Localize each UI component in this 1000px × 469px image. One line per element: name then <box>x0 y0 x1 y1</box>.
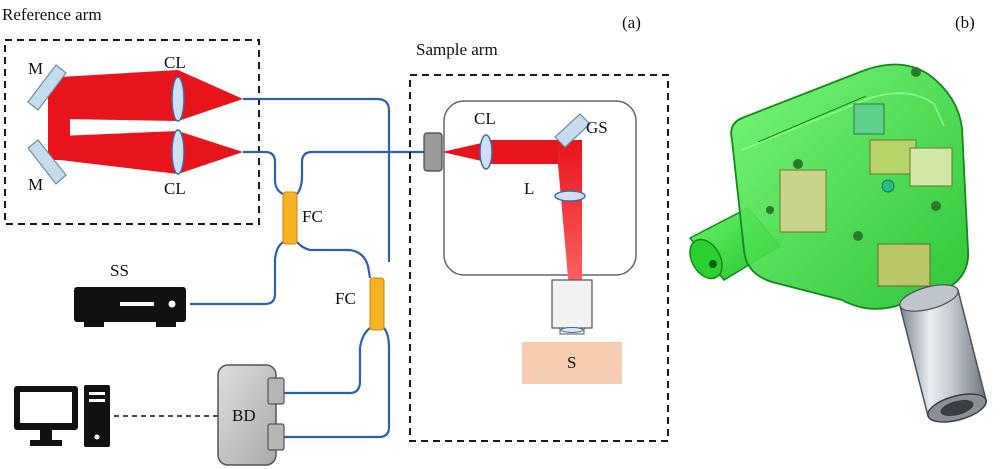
lens-cl-top <box>171 76 185 122</box>
probe-housing <box>443 100 637 276</box>
label-lens-bottom: CL <box>164 179 186 198</box>
label-detector: BD <box>232 406 256 425</box>
galvo-mirror <box>554 113 591 148</box>
swept-source-icon <box>74 287 186 327</box>
balanced-detector <box>217 364 285 466</box>
lens-l <box>554 190 586 202</box>
probe-3d-render <box>688 63 987 423</box>
label-coupler-1: FC <box>302 207 323 226</box>
label-mirror-bottom: M <box>28 175 43 194</box>
panel-b-label: (b) <box>955 13 975 32</box>
label-lens-top: CL <box>164 53 186 72</box>
label-galvo: GS <box>586 118 608 137</box>
sample-block <box>522 342 622 384</box>
label-lens-sample: CL <box>474 109 496 128</box>
fiber-coupler-2 <box>369 277 385 331</box>
reference-arm-title: Reference arm <box>2 5 102 24</box>
fiber-port <box>423 132 443 172</box>
mirror-top <box>27 64 67 111</box>
reference-arm-box <box>4 39 260 225</box>
fiber-network <box>190 97 424 439</box>
label-coupler-2: FC <box>335 289 356 308</box>
computer-icon <box>14 385 110 447</box>
panel-a-label: (a) <box>622 13 641 32</box>
panel-b: (b) <box>688 13 987 423</box>
reference-beam <box>48 70 243 174</box>
sample-arm-box <box>409 74 669 442</box>
panel-a: (a) Reference arm M M CL CL <box>2 5 669 466</box>
label-mirror-top: M <box>28 59 43 78</box>
objective <box>551 279 593 335</box>
mirror-bottom <box>27 139 67 185</box>
label-objective-lens: L <box>524 179 534 198</box>
fiber-coupler-1 <box>282 191 298 245</box>
sample-arm-title: Sample arm <box>416 40 498 59</box>
lens-cl-bottom <box>171 129 185 175</box>
lens-cl-sample <box>479 134 493 170</box>
label-sample: S <box>567 353 576 372</box>
label-source: SS <box>110 261 129 280</box>
